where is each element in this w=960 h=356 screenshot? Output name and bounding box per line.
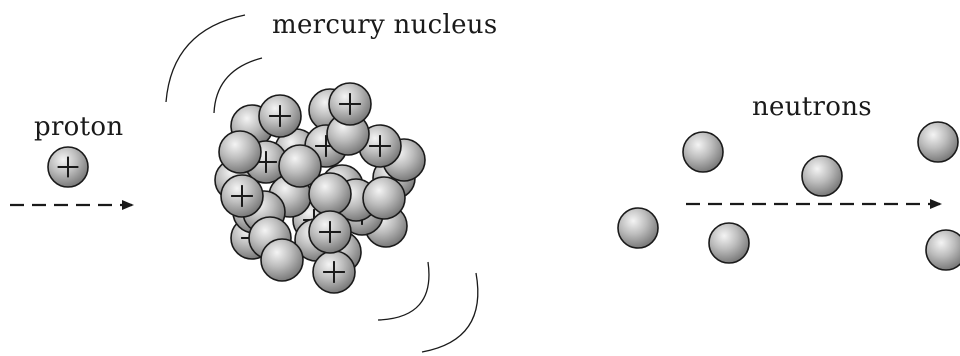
- nucleon-29: [308, 172, 352, 216]
- plus-sign-icon: [57, 156, 79, 178]
- lower-outer-arc: [421, 272, 479, 353]
- impact-arcs: [165, 14, 479, 353]
- neutron-sphere: [308, 172, 352, 216]
- nucleon-24: [328, 82, 372, 126]
- neutron-sphere: [925, 229, 960, 271]
- nucleon-30: [260, 238, 304, 282]
- nucleon-26: [362, 176, 406, 220]
- incoming-proton: [47, 146, 89, 188]
- lower-inner-arc: [377, 261, 430, 321]
- neutron-sphere: [617, 207, 659, 249]
- neutron-sphere: [362, 176, 406, 220]
- plus-sign-icon: [339, 93, 361, 115]
- neutron-1: [682, 131, 724, 173]
- nucleon-32: [308, 210, 352, 254]
- upper-outer-arc: [165, 14, 246, 103]
- neutron-5: [917, 121, 959, 163]
- plus-sign-icon: [323, 261, 345, 283]
- plus-sign-icon: [369, 135, 391, 157]
- mercury-nucleus-cluster: [214, 82, 426, 294]
- proton-particle: [47, 146, 89, 188]
- plus-sign-icon: [319, 221, 341, 243]
- nucleon-20: [218, 130, 262, 174]
- neutron-sphere: [682, 131, 724, 173]
- plus-sign-icon: [231, 185, 253, 207]
- nucleus-label: mercury nucleus: [272, 10, 498, 40]
- nucleon-25: [220, 174, 264, 218]
- proton-label: proton: [34, 112, 124, 142]
- neutron-sphere: [260, 238, 304, 282]
- neutron-sphere: [708, 222, 750, 264]
- upper-inner-arc: [213, 57, 263, 114]
- plus-sign-icon: [269, 105, 291, 127]
- neutron-sphere: [917, 121, 959, 163]
- neutron-6: [925, 229, 960, 271]
- neutron-3: [617, 207, 659, 249]
- neutron-sphere: [801, 155, 843, 197]
- neutron-4: [708, 222, 750, 264]
- neutron-2: [801, 155, 843, 197]
- neutrons-label: neutrons: [752, 92, 872, 122]
- nucleon-22: [258, 94, 302, 138]
- nucleon-31: [312, 250, 356, 294]
- neutron-sphere: [218, 130, 262, 174]
- emitted-neutrons: [617, 121, 960, 271]
- nucleon-17: [278, 144, 322, 188]
- neutron-sphere: [278, 144, 322, 188]
